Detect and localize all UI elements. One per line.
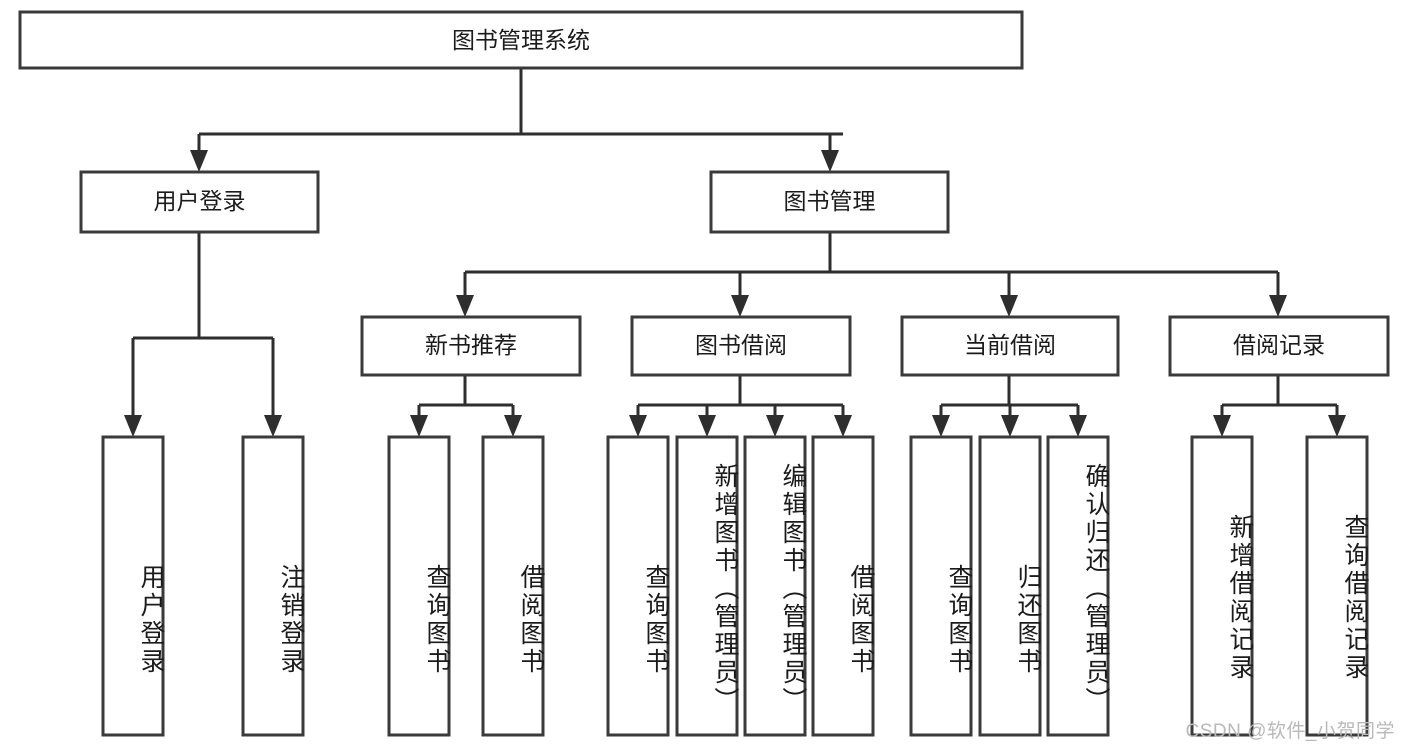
- connector-bookmanage-to-level3: [456, 232, 1287, 317]
- node-box-leaf-query-book-3[interactable]: [909, 435, 973, 737]
- node-label-borrow-record: 借阅记录: [1233, 332, 1325, 358]
- node-box-leaf-borrow-book-2[interactable]: [811, 435, 875, 737]
- node-label-book-manage: 图书管理: [784, 188, 876, 214]
- arrow-head-new-book-recommend: [456, 295, 474, 317]
- node-box-leaf-add-record[interactable]: [1190, 435, 1254, 737]
- arrow-head-leaf-query-book-1: [410, 415, 428, 437]
- node-box-root[interactable]: [18, 10, 1024, 70]
- arrow-head-leaf-user-login: [124, 415, 142, 437]
- connector-bookborrow-to-leaves: [629, 375, 852, 437]
- arrow-head-borrow-record: [1269, 295, 1287, 317]
- node-box-leaf-query-book-1[interactable]: [387, 435, 451, 737]
- connector-borrowrecord-to-leaves: [1213, 375, 1346, 437]
- node-label-new-book-recommend: 新书推荐: [425, 332, 517, 358]
- node-box-leaf-edit-book[interactable]: [743, 435, 807, 737]
- node-label-book-borrow: 图书借阅: [695, 332, 787, 358]
- node-label-user-login: 用户登录: [154, 188, 246, 214]
- arrow-head-leaf-return-book: [1001, 415, 1019, 437]
- node-box-user-login[interactable]: [79, 170, 320, 234]
- arrow-head-leaf-query-book-2: [629, 415, 647, 437]
- arrow-head-leaf-user-logout: [264, 415, 282, 437]
- node-label-current-borrow: 当前借阅: [964, 332, 1056, 358]
- node-box-leaf-query-record[interactable]: [1305, 435, 1369, 737]
- node-box-leaf-add-book[interactable]: [675, 435, 739, 737]
- arrow-head-leaf-add-record: [1213, 415, 1231, 437]
- node-label-root: 图书管理系统: [452, 27, 590, 53]
- node-box-borrow-record[interactable]: [1168, 315, 1390, 377]
- node-box-leaf-confirm-return[interactable]: [1046, 435, 1110, 737]
- node-box-new-book-recommend[interactable]: [360, 315, 582, 377]
- arrow-head-leaf-query-record: [1328, 415, 1346, 437]
- node-box-leaf-query-book-2[interactable]: [606, 435, 670, 737]
- node-box-leaf-return-book[interactable]: [978, 435, 1042, 737]
- node-box-book-borrow[interactable]: [630, 315, 852, 377]
- node-box-leaf-borrow-book-1[interactable]: [481, 435, 545, 737]
- arrow-head-book-manage: [821, 150, 839, 172]
- arrow-head-leaf-confirm-return: [1069, 415, 1087, 437]
- arrow-head-leaf-borrow-book-1: [504, 415, 522, 437]
- node-box-current-borrow[interactable]: [900, 315, 1120, 377]
- node-box-leaf-user-logout[interactable]: [241, 435, 305, 737]
- node-box-book-manage[interactable]: [709, 170, 950, 234]
- arrow-head-leaf-edit-book: [766, 415, 784, 437]
- connector-userlogin-to-leaves: [124, 232, 282, 437]
- arrow-head-current-borrow: [1000, 295, 1018, 317]
- arrow-head-leaf-borrow-book-2: [834, 415, 852, 437]
- connector-newbook-to-leaves: [410, 375, 522, 437]
- arrow-head-leaf-query-book-3: [932, 415, 950, 437]
- arrow-head-book-borrow: [731, 295, 749, 317]
- connector-currentborrow-to-leaves: [932, 375, 1087, 437]
- csdn-watermark: CSDN @软件_小贺同学: [1185, 721, 1395, 742]
- arrow-head-user-login: [190, 150, 208, 172]
- arrow-head-leaf-add-book: [698, 415, 716, 437]
- node-box-leaf-user-login[interactable]: [101, 435, 165, 737]
- connector-root-to-level2: [190, 68, 843, 172]
